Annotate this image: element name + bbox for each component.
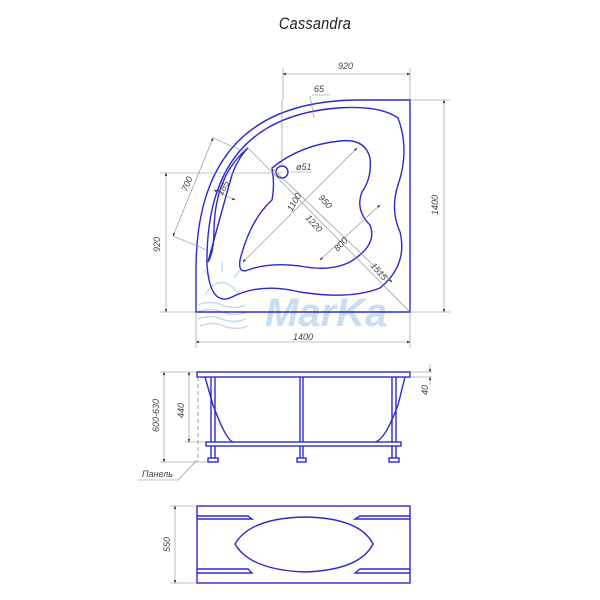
bath-basin-outline	[238, 139, 373, 272]
dim-total-height: 600-630	[151, 399, 161, 432]
top-view: 920 65 ø51 920 1400 1400 700 185 1100 95…	[152, 61, 450, 348]
foot-left	[207, 457, 219, 463]
bath-rim-line	[206, 106, 405, 300]
watermark-text: MarKa	[265, 291, 387, 335]
panel-outline	[196, 505, 411, 584]
panel-view: 550	[162, 505, 411, 584]
panel-oval	[234, 516, 374, 573]
sun-waves-icon	[197, 262, 249, 330]
dim-right-height: 1400	[430, 195, 440, 215]
bath-rim	[196, 371, 411, 378]
dim-rim-width: 65	[314, 84, 325, 94]
dim-diag-1100: 1100	[285, 191, 303, 213]
dim-outer-diag: 1515	[369, 261, 390, 283]
dim-seat-length: 700	[180, 175, 195, 193]
dim-drain-diameter: ø51	[296, 162, 312, 172]
dim-diag-800: 800	[332, 235, 349, 253]
side-view: 600-630 440 40 Панель	[138, 364, 432, 481]
dim-bottom-width: 1400	[293, 332, 313, 342]
dim-top-width: 920	[338, 61, 353, 71]
bath-outer-outline	[195, 99, 411, 313]
dim-left-height: 920	[152, 237, 162, 252]
foot-right	[388, 457, 400, 463]
dim-diag-1220: 1220	[304, 213, 325, 235]
dim-bath-depth: 440	[176, 403, 186, 418]
dim-diag-950: 950	[317, 193, 334, 211]
panel-label: Панель	[142, 469, 173, 479]
bath-body	[204, 376, 234, 443]
foot-center	[296, 457, 307, 463]
watermark-logo: MarKa	[197, 262, 387, 335]
dim-seat-width: 185	[215, 178, 232, 197]
bath-seat-outline	[207, 147, 249, 263]
dim-panel-height: 550	[162, 537, 172, 552]
frame-rail	[205, 441, 402, 447]
drawing-title: Cassandra	[278, 14, 352, 33]
drain-icon	[275, 165, 289, 179]
dim-rim-thickness: 40	[420, 385, 430, 395]
